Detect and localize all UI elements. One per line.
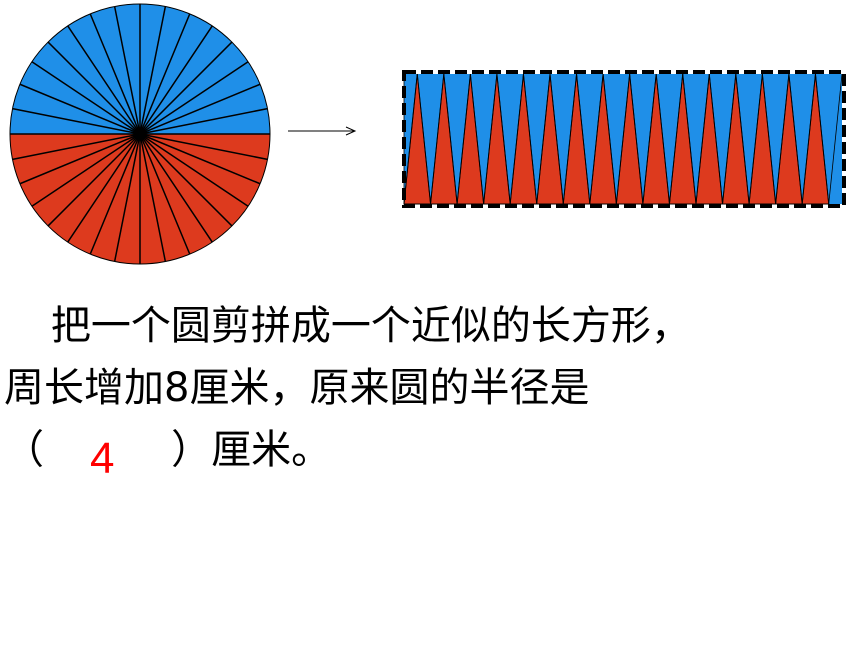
sector-line [139, 25, 213, 135]
sector-line [139, 133, 249, 207]
sector-line [67, 25, 141, 135]
arrow [288, 126, 357, 136]
sector-line [19, 133, 141, 185]
sector-line [139, 133, 167, 262]
sector-line [139, 133, 213, 243]
sector-line [139, 83, 261, 135]
question-line-2: 周长增加8厘米，原来圆的半径是 [4, 365, 590, 411]
dashed-rectangle-outline [402, 70, 846, 208]
sector-line [12, 107, 141, 135]
divided-circle [9, 3, 271, 265]
question-line-1: 把一个圆剪拼成一个近似的长方形， [0, 303, 691, 349]
sector-line [19, 83, 141, 135]
sector-line [139, 41, 233, 135]
blue-triangle-edge [576, 73, 604, 205]
sector-line [47, 41, 141, 135]
sector-line [139, 61, 249, 135]
sector-line [12, 133, 141, 161]
sector-line [31, 61, 141, 135]
blue-triangle-edge [469, 73, 498, 205]
sector-line [139, 6, 167, 135]
approx-rectangle [403, 73, 843, 205]
blue-triangle-edge [708, 73, 737, 205]
sector-line [139, 133, 233, 227]
sector-line [113, 133, 141, 262]
sector-line [139, 107, 268, 135]
sector-line [139, 133, 268, 161]
question-line-3: （ ）厘米。 [4, 427, 332, 473]
blue-triangle-edge [523, 73, 551, 205]
sector-line [113, 6, 141, 135]
blue-triangle-edge [761, 73, 790, 205]
circle-outline [9, 3, 271, 265]
sector-line [139, 13, 191, 135]
sector-line [139, 133, 191, 255]
sector-line [67, 133, 141, 243]
sector-line [31, 133, 141, 207]
sector-line [89, 133, 141, 255]
sector-line [47, 133, 141, 227]
answer-value: 4 [90, 434, 115, 483]
sector-line [139, 133, 261, 185]
sector-line [89, 13, 141, 135]
